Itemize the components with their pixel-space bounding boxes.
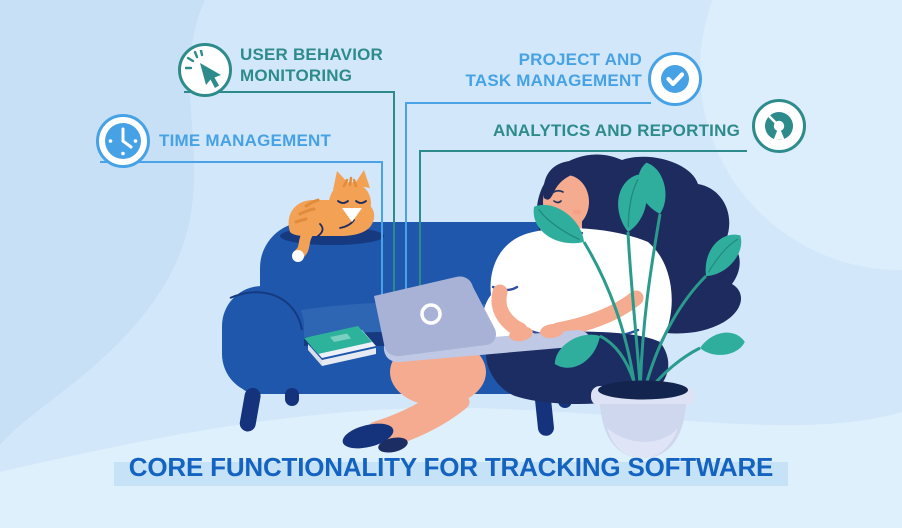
feature-label-analytics: ANALYTICS AND REPORTING: [492, 121, 740, 140]
feature-label-time-management: TIME MANAGEMENT: [159, 131, 332, 150]
feature-label-project-task: PROJECT AND TASK MANAGEMENT: [465, 50, 642, 90]
page-title: CORE FUNCTIONALITY FOR TRACKING SOFTWARE: [128, 452, 774, 482]
book: [304, 326, 376, 366]
shoe: [342, 423, 394, 449]
donut-chart-icon: [752, 99, 806, 153]
line-project-task: [405, 102, 651, 294]
laptop-logo: [420, 303, 442, 325]
title-highlight-band: [114, 462, 788, 486]
line-user-behavior: [184, 91, 395, 296]
laptop-base: [383, 330, 590, 363]
cursor-click-icon: [178, 43, 232, 97]
check-badge-icon: [648, 52, 702, 106]
feature-label-user-behavior: USER BEHAVIOR MONITORING: [240, 45, 384, 85]
shoe: [378, 437, 408, 453]
line-analytics: [419, 150, 747, 292]
potted-plant: [533, 162, 745, 458]
cat: [280, 170, 384, 262]
clock-icon: [96, 114, 150, 168]
laptop: [374, 276, 590, 363]
laptop-lid: [374, 276, 496, 357]
line-time-management: [100, 161, 383, 300]
connector-lines: [100, 91, 747, 300]
